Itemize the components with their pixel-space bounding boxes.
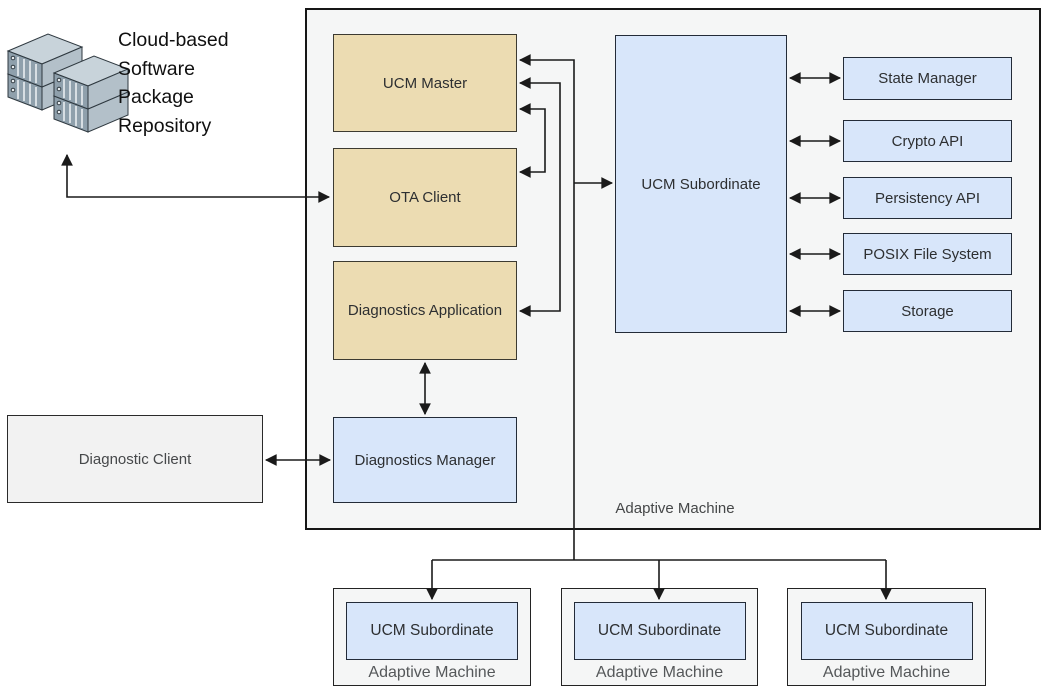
node-ucm-subordinate-2: UCM Subordinate (573, 602, 746, 660)
node-diagnostic-client: Diagnostic Client (7, 415, 263, 503)
node-label: POSIX File System (863, 245, 992, 263)
node-label: Crypto API (891, 132, 964, 150)
adaptive-machine-label: Adaptive Machine (368, 663, 496, 681)
node-ucm-subordinate: UCM Subordinate (615, 35, 787, 333)
node-label: UCM Subordinate (824, 622, 949, 639)
sub-machine-panel-2: UCM Subordinate Adaptive Machine (561, 588, 758, 686)
node-label: OTA Client (389, 189, 461, 206)
node-ucm-subordinate-1: UCM Subordinate (346, 602, 518, 660)
edge-repository-ota-client (61, 153, 331, 203)
node-diagnostics-manager: Diagnostics Manager (333, 417, 517, 503)
node-posix-file-system: POSIX File System (843, 233, 1012, 275)
node-storage: Storage (843, 290, 1012, 332)
node-crypto-api: Crypto API (843, 120, 1012, 162)
sub-machine-panel-3: UCM Subordinate Adaptive Machine (787, 588, 986, 686)
node-label: Diagnostics Application (347, 302, 503, 319)
node-ucm-subordinate-3: UCM Subordinate (800, 602, 973, 660)
node-label: Persistency API (874, 189, 981, 207)
node-label: UCM Master (382, 74, 468, 92)
node-state-manager: State Manager (843, 57, 1012, 100)
adaptive-machine-label: Adaptive Machine (822, 663, 951, 681)
adaptive-machine-label: Adaptive Machine (615, 500, 735, 517)
node-ota-client: OTA Client (333, 148, 517, 247)
server-stack-icon (6, 33, 130, 133)
node-label: State Manager (878, 70, 977, 87)
node-ucm-master: UCM Master (333, 34, 517, 132)
sub-machine-panel-1: UCM Subordinate Adaptive Machine (333, 588, 531, 686)
adaptive-machine-label: Adaptive Machine (595, 663, 724, 681)
node-label: Storage (901, 302, 954, 320)
node-label: UCM Subordinate (641, 175, 761, 193)
node-persistency-api: Persistency API (843, 177, 1012, 219)
node-label: UCM Subordinate (370, 622, 494, 639)
node-label: UCM Subordinate (597, 622, 722, 639)
repository-label: Cloud-based Software Package Repository (118, 29, 229, 137)
node-label: Diagnostics Manager (354, 451, 496, 469)
node-label: Diagnostic Client (78, 450, 192, 468)
node-diagnostics-application: Diagnostics Application (333, 261, 517, 360)
